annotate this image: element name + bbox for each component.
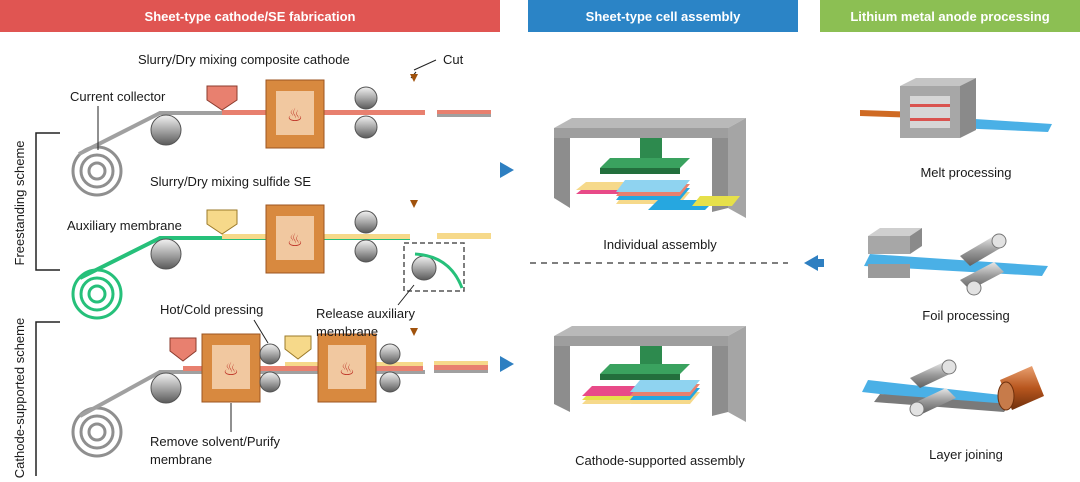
cut-sheet-se — [437, 233, 491, 239]
label-slurry-se: Slurry/Dry mixing sulfide SE — [150, 174, 311, 189]
cut-marker-3 — [410, 328, 418, 336]
label-release-line1: Release auxiliary — [316, 306, 415, 321]
cathode-dispenser-3 — [169, 337, 197, 362]
label-release-line2: membrane — [316, 324, 378, 339]
leader-hot-cold — [253, 319, 269, 344]
layer-joining-illustration — [862, 359, 1044, 417]
pressing-rollers-3 — [379, 343, 401, 393]
label-foil-processing: Foil processing — [922, 308, 1009, 323]
drying-oven-3: ♨ — [201, 333, 261, 403]
guide-roller-3 — [150, 372, 182, 404]
scheme-bracket-freestanding — [35, 132, 60, 271]
arrow-from-anode — [804, 255, 818, 271]
svg-text:♨: ♨ — [287, 105, 303, 126]
cathode-strip-3 — [183, 366, 423, 371]
svg-text:♨: ♨ — [223, 359, 239, 380]
individual-assembly-press — [554, 118, 746, 218]
arrow-to-individual-shaft — [500, 166, 506, 174]
cut-sheet-3-collector — [434, 370, 488, 373]
cut-marker-2 — [410, 200, 418, 208]
label-cut: Cut — [443, 52, 464, 67]
se-dispenser — [206, 209, 238, 235]
cathode-dispenser — [206, 85, 238, 111]
drying-oven-4: ♨ — [317, 333, 377, 403]
svg-text:♨: ♨ — [339, 359, 355, 380]
melt-processing-illustration — [860, 78, 1052, 138]
se-dispenser-3 — [284, 335, 312, 360]
drying-oven-2: ♨ — [265, 204, 325, 274]
label-slurry-cathode: Slurry/Dry mixing composite cathode — [138, 52, 350, 67]
header-cell-assembly: Sheet-type cell assembly — [528, 0, 798, 32]
cut-sheet-3-se — [434, 361, 488, 365]
freestanding-scheme-label: Freestanding scheme — [12, 140, 27, 265]
pressing-rollers-2 — [354, 210, 378, 263]
cut-marker — [410, 74, 418, 82]
label-auxiliary-membrane: Auxiliary membrane — [67, 218, 182, 233]
label-remove-line2: membrane — [150, 452, 212, 467]
hot-cold-press-rollers — [259, 343, 281, 393]
label-cathode-supported-assembly: Cathode-supported assembly — [575, 453, 745, 468]
scheme-bracket-cathode-supported — [35, 321, 60, 476]
label-remove-line1: Remove solvent/Purify — [150, 434, 281, 449]
leader-release — [397, 284, 415, 306]
cut-sheet-collector — [437, 114, 491, 117]
cut-sheet-3-cathode — [434, 365, 488, 370]
svg-text:♨: ♨ — [287, 230, 303, 251]
arrow-from-anode-shaft — [818, 259, 824, 267]
drying-oven: ♨ — [265, 79, 325, 149]
cathode-supported-scheme-label: Cathode-supported scheme — [12, 318, 27, 478]
label-hot-cold-pressing: Hot/Cold pressing — [160, 302, 263, 317]
label-individual-assembly: Individual assembly — [603, 237, 717, 252]
label-current-collector: Current collector — [70, 89, 166, 104]
collector-roll-3 — [71, 406, 123, 458]
cut-sheet-cathode — [437, 110, 491, 116]
guide-roller-2 — [150, 238, 182, 270]
foil-processing-illustration — [864, 228, 1048, 296]
release-membrane-detail — [403, 242, 465, 292]
header-anode-processing: Lithium metal anode processing — [820, 0, 1080, 32]
cathode-supported-assembly-press — [554, 326, 746, 422]
pressing-rollers — [354, 86, 378, 139]
guide-roller — [150, 114, 182, 146]
label-layer-joining: Layer joining — [929, 447, 1003, 462]
header-cathode-fabrication: Sheet-type cathode/SE fabrication — [0, 0, 500, 32]
arrow-to-cathode-supported-shaft — [500, 360, 506, 368]
label-melt-processing: Melt processing — [920, 165, 1011, 180]
